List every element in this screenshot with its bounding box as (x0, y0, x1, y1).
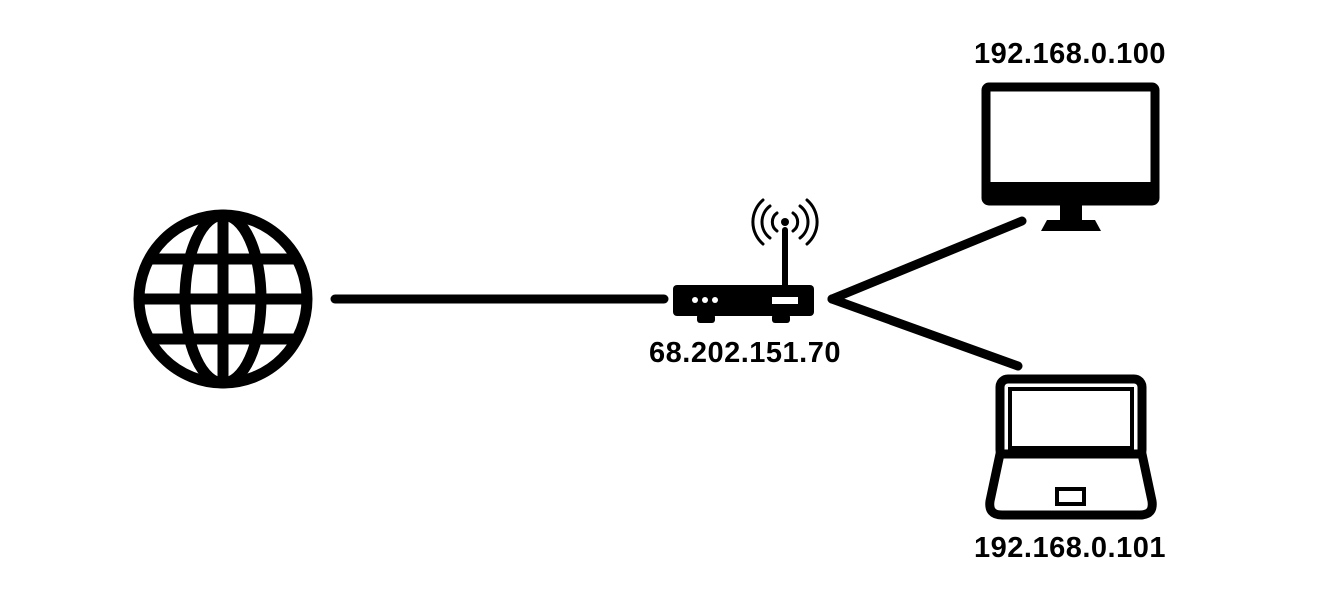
router-ip-label: 68.202.151.70 (649, 337, 841, 369)
desktop-monitor-icon (981, 82, 1160, 231)
laptop-ip-label: 192.168.0.101 (974, 532, 1166, 564)
link-router-desktop (827, 216, 1027, 304)
globe-icon (133, 209, 313, 389)
link-router-laptop (827, 294, 1023, 371)
desktop-ip-label: 192.168.0.100 (974, 38, 1166, 70)
laptop-icon (985, 374, 1157, 520)
wireless-router-icon (673, 198, 819, 323)
